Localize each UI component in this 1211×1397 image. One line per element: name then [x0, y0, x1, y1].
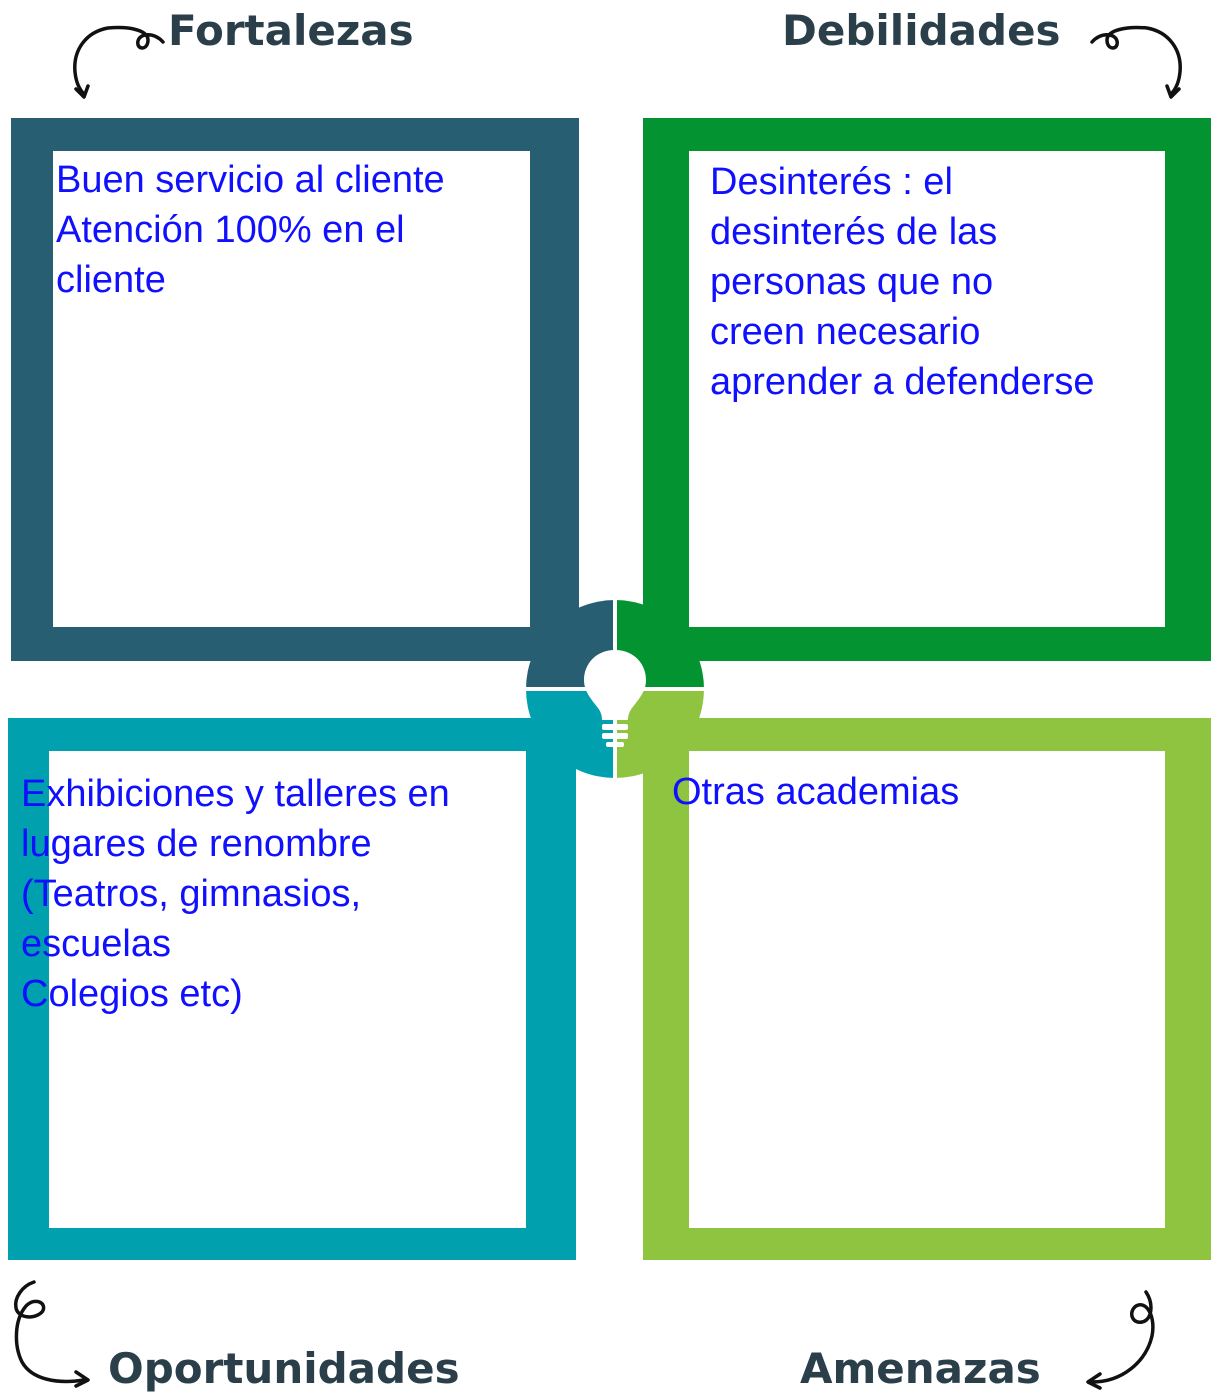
quadrant-amenazas [643, 718, 1211, 1260]
title-amenazas: Amenazas [800, 1344, 1041, 1393]
text-line: (Teatros, gimnasios, [21, 873, 362, 915]
text-amenazas: Otras academias [672, 767, 959, 817]
text-line: escuelas [21, 923, 171, 965]
title-fortalezas: Fortalezas [168, 6, 414, 55]
quadrant-fortalezas [11, 118, 579, 661]
title-oportunidades: Oportunidades [108, 1344, 460, 1393]
text-line: personas que no [710, 261, 994, 303]
lightbulb-icon [584, 650, 646, 747]
text-line: cliente [56, 259, 166, 301]
text-line: Colegios etc) [21, 973, 243, 1015]
text-line: aprender a defenderse [710, 361, 1095, 403]
text-fortalezas: Buen servicio al cliente Atención 100% e… [56, 155, 445, 305]
text-debilidades: Desinterés : el desinterés de las person… [710, 157, 1095, 407]
text-line: Exhibiciones y talleres en [21, 773, 450, 815]
curly-arrow-oportunidades-icon [13, 1280, 90, 1388]
quadrant-debilidades [643, 118, 1211, 661]
curly-arrow-debilidades-icon [1090, 25, 1182, 99]
text-line: Atención 100% en el [56, 209, 405, 251]
center-hub [526, 600, 704, 778]
text-line: lugares de renombre [21, 823, 372, 865]
title-debilidades: Debilidades [782, 6, 1061, 55]
text-line: Desinterés : el [710, 161, 953, 203]
text-line: Otras academias [672, 771, 960, 813]
text-oportunidades: Exhibiciones y talleres en lugares de re… [21, 769, 450, 1019]
text-line: desinterés de las [710, 211, 998, 253]
curly-arrow-amenazas-icon [1086, 1290, 1155, 1390]
curly-arrow-fortalezas-icon [73, 25, 165, 99]
text-line: Buen servicio al cliente [56, 159, 445, 201]
quadrant-oportunidades [8, 718, 576, 1260]
text-line: creen necesario [710, 311, 981, 353]
